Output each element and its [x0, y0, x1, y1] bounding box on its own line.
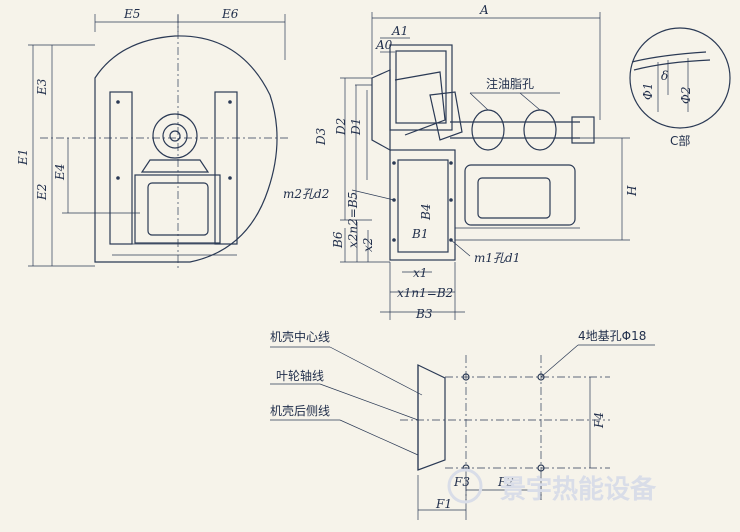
label-impeller-axis: 叶轮轴线: [276, 368, 324, 383]
label-e5: E5: [123, 7, 140, 21]
label-delta: δ: [661, 69, 668, 83]
label-c-part: C部: [670, 133, 690, 148]
label-a1: A1: [391, 24, 408, 38]
label-x1: x1: [413, 266, 427, 280]
label-e1: E1: [16, 149, 30, 166]
label-f4: F4: [592, 412, 606, 429]
front-view: [340, 12, 630, 320]
label-b6: B6: [331, 231, 345, 249]
label-oil-hole: 注油脂孔: [486, 76, 534, 91]
label-f2: F2: [497, 475, 514, 489]
label-x2: x2: [361, 238, 375, 252]
label-d2: D2: [334, 118, 348, 136]
label-phi1: Φ1: [641, 83, 655, 100]
foundation-plan: [270, 344, 655, 520]
label-a0: A0: [375, 38, 393, 52]
label-e6: E6: [221, 7, 239, 21]
label-d3: D3: [314, 127, 328, 146]
label-e3: E3: [35, 78, 49, 96]
watermark-text: 景宇热能设备: [500, 474, 657, 505]
label-b1: B1: [411, 227, 428, 241]
label-f1: F1: [435, 497, 452, 511]
label-a: A: [479, 3, 489, 17]
label-e4: E4: [53, 164, 67, 181]
label-casing-center: 机壳中心线: [270, 329, 330, 344]
label-h: H: [625, 185, 639, 197]
label-casing-rear: 机壳后侧线: [270, 404, 330, 418]
label-x2n2-b5: x2n2=B5: [346, 192, 360, 248]
label-m1-hole: m1孔d1: [474, 251, 520, 265]
label-b4: B4: [419, 204, 433, 221]
detail-c: [629, 27, 731, 129]
side-view: [28, 14, 290, 268]
label-foundation-holes: 4地基孔Φ18: [578, 329, 646, 343]
watermark-logo: [447, 468, 483, 504]
label-e2: E2: [35, 184, 49, 201]
label-phi2: Φ2: [679, 87, 693, 104]
label-f3: F3: [453, 475, 470, 489]
label-d1: D1: [349, 118, 363, 136]
label-m2-hole: m2孔d2: [283, 187, 329, 201]
label-x1n1-b2: x1n1=B2: [397, 286, 453, 300]
label-b3: B3: [415, 307, 433, 321]
